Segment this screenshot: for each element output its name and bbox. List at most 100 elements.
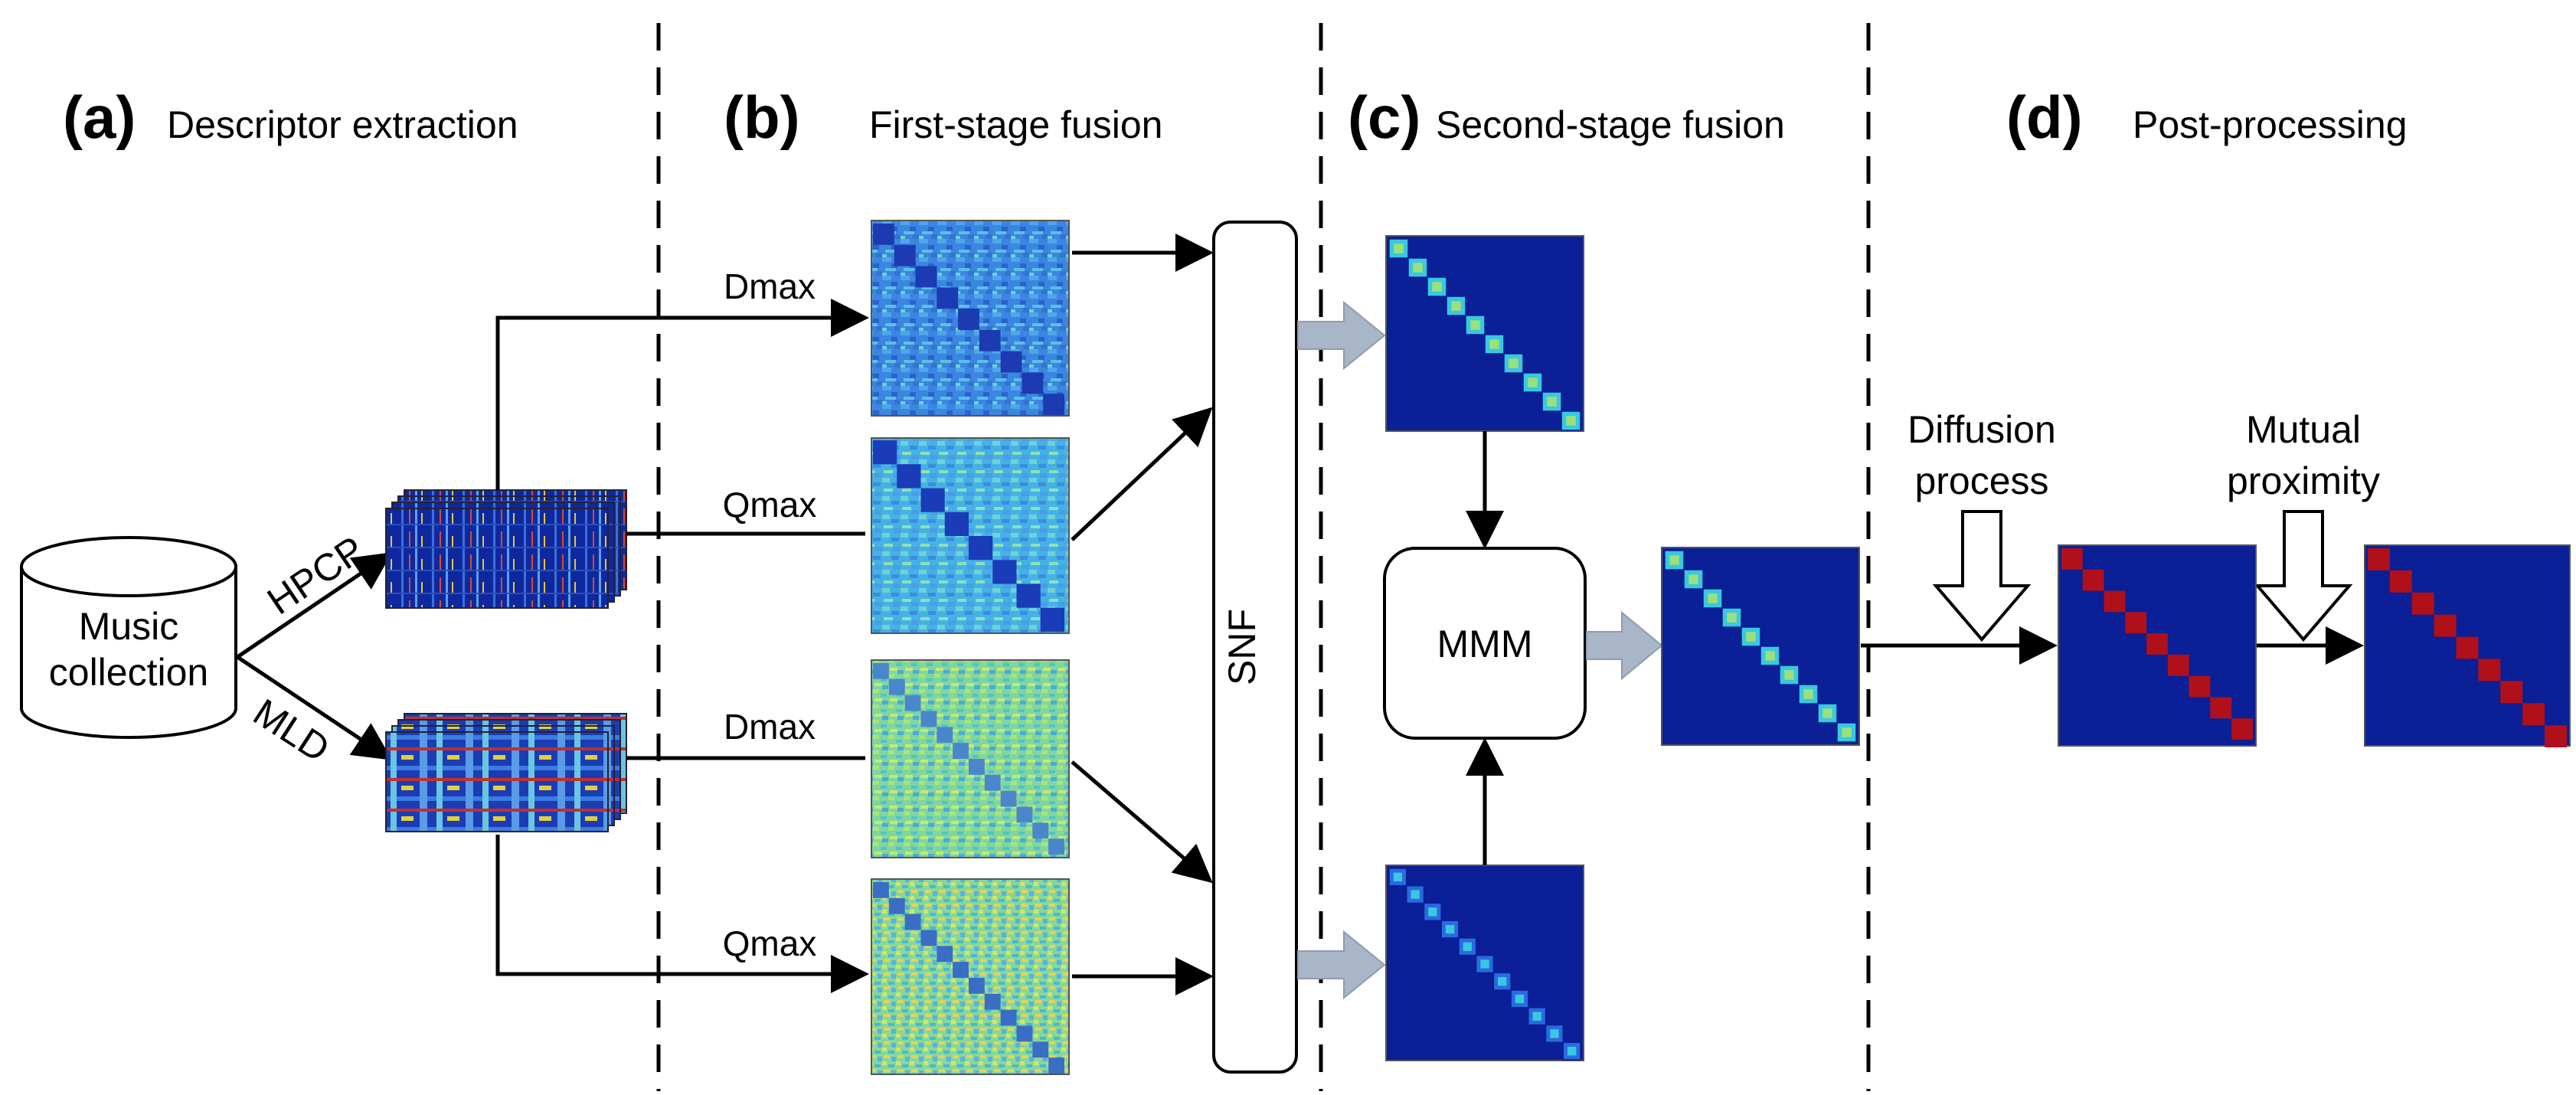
matrix-mmm-output [1661,547,1860,746]
section-c-heading: (c) Second-stage fusion [1348,83,1785,151]
matrix-block [969,536,993,561]
matrix-block [1000,351,1022,373]
matrix-block [1784,670,1794,680]
matrix-block [1498,977,1507,986]
arrow-m2-snf [1071,407,1213,541]
matrix-block [1463,942,1472,951]
matrix-mld-qmax [871,878,1070,1075]
matrix-block [2061,548,2083,570]
section-d-heading: (d) Post-processing [2006,83,2408,151]
matrix-block [979,329,1001,351]
snf-label: SNF [1221,609,1263,685]
matrix-block [888,897,905,914]
snf-box: SNF [1212,221,1298,1074]
matrix-block [2478,659,2501,682]
section-b-title: First-stage fusion [869,103,1162,146]
section-b-heading: (b) First-stage fusion [724,83,1162,151]
matrix-block [920,711,937,727]
hpcp-descriptor-stack [385,489,627,609]
branch-label-dmax-top: Dmax [724,266,816,306]
matrix-block [2522,703,2545,726]
matrix-block [2210,697,2232,719]
matrix-block [873,440,897,465]
matrix-mutual-output [2364,544,2571,747]
matrix-block [1022,372,1044,394]
matrix-block [1000,1009,1017,1026]
matrix-block [920,488,945,512]
block-arrow-snf-top [1297,300,1386,371]
matrix-block [1048,838,1064,855]
section-a-heading: (a) Descriptor extraction [63,83,518,151]
arrow-mld-qmax [495,835,869,993]
matrix-block [2189,675,2211,698]
matrix-block [1016,806,1033,823]
matrix-block [953,743,969,759]
matrix-block [958,309,979,330]
matrix-block [1779,665,1800,685]
matrix-block [992,560,1017,584]
diffusion-label-line2: process [1914,459,2048,502]
matrix-block [904,914,921,930]
matrix-block [1669,555,1679,565]
matrix-block [2082,569,2104,591]
mmm-label: MMM [1437,623,1533,665]
matrix-snf-bottom [1385,865,1584,1061]
matrix-diffusion-output [2058,544,2257,747]
matrix-block [1541,391,1562,412]
matrix-block [1547,397,1557,407]
mutual-down-arrow [2254,510,2353,642]
matrix-block [1048,1057,1064,1074]
matrix-block [1822,708,1832,718]
section-b-letter: (b) [724,83,800,151]
section-d-letter: (d) [2006,83,2083,151]
music-collection-line2: collection [49,651,208,694]
matrix-block [1393,872,1403,882]
matrix-block [1528,378,1538,387]
matrix-block [1451,301,1461,311]
matrix-block [873,882,889,898]
matrix-block [894,244,916,266]
matrix-block [2104,590,2126,613]
mutual-label-line2: proximity [2227,459,2380,502]
matrix-block [1445,924,1455,934]
matrix-block [1032,822,1049,839]
music-collection-line1: Music [79,605,179,648]
matrix-block [1032,1041,1049,1058]
matrix-block [969,978,985,994]
arrow-hpcp-dmax [495,299,869,490]
matrix-block [1765,651,1775,661]
matrix-block [1411,890,1420,899]
matrix-block [1470,320,1480,330]
branch-label-qmax-top: Qmax [723,485,817,525]
matrix-block [1016,1025,1033,1042]
matrix-block [937,946,953,963]
matrix-block [969,759,985,775]
arrow-to-mld [236,655,393,760]
matrix-block [1043,394,1064,415]
matrix-block [1394,244,1404,253]
matrix-block [2368,548,2390,570]
mld-descriptor-stack [385,713,627,832]
matrix-block [1480,959,1489,969]
matrix-block [873,663,889,679]
matrix-block [897,464,921,489]
diffusion-down-arrow [1932,510,2032,642]
matrix-block [2389,570,2412,593]
matrix-block [1428,907,1437,917]
matrix-block [1489,339,1499,349]
matrix-block [920,930,937,946]
matrix-block [873,224,894,245]
mutual-label-line1: Mutual [2246,408,2361,451]
matrix-block [2167,654,2189,676]
section-a-letter: (a) [63,83,136,151]
matrix-mld-dmax [871,659,1070,858]
matrix-block [915,266,937,288]
matrix-block [2146,633,2168,655]
matrix-block [1000,790,1017,807]
section-a-title: Descriptor extraction [167,103,518,146]
matrix-block [1550,1029,1559,1038]
matrix-block [2231,718,2253,740]
matrix-block [1803,689,1813,699]
matrix-block [944,512,969,536]
matrix-block [1016,583,1041,608]
